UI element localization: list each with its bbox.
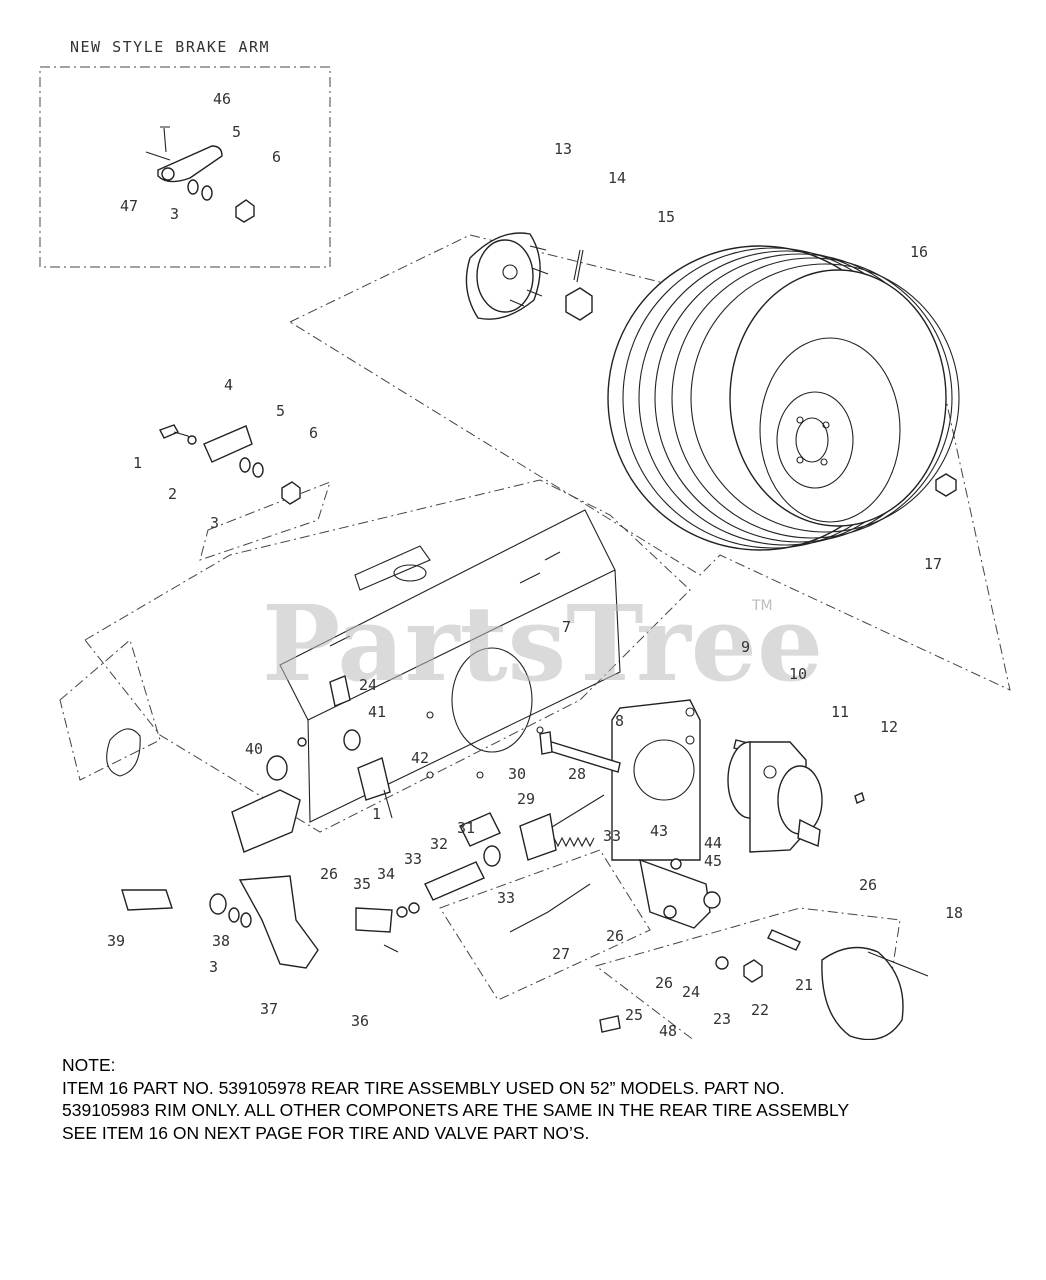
callout-32: 32 [430, 835, 448, 853]
wheel-hub [465, 232, 549, 320]
callout-46: 46 [213, 90, 231, 108]
callout-18: 18 [945, 904, 963, 922]
callout-12: 12 [880, 718, 898, 736]
chassis-frame [59, 479, 691, 833]
callout-4: 4 [224, 376, 233, 394]
callout-21: 21 [795, 976, 813, 994]
watermark-tm: TM [751, 598, 773, 614]
callout-23: 23 [713, 1010, 731, 1028]
callout-10: 10 [789, 665, 807, 683]
callout-22: 22 [751, 1001, 769, 1019]
note-line: SEE ITEM 16 ON NEXT PAGE FOR TIRE AND VA… [62, 1122, 590, 1143]
callout-16: 16 [910, 243, 928, 261]
callout-24: 24 [359, 676, 377, 694]
callout-26: 26 [859, 876, 877, 894]
callout-35: 35 [353, 875, 371, 893]
bracket [357, 757, 391, 801]
callout-38: 38 [212, 932, 230, 950]
brake-rod [509, 883, 591, 933]
callout-26: 26 [320, 865, 338, 883]
clevis [355, 907, 393, 933]
shaft [424, 861, 485, 901]
bolt [159, 424, 179, 439]
brake-arm [639, 858, 711, 929]
callout-26: 26 [655, 974, 673, 992]
bushing [343, 729, 361, 751]
castle-nut [565, 287, 593, 321]
callout-31: 31 [457, 819, 475, 837]
motor-bracket [611, 699, 701, 861]
hydraulic-motor [727, 741, 823, 853]
callout-39: 39 [107, 932, 125, 950]
brake-pin [767, 929, 801, 951]
watermark: PartsTree [262, 582, 823, 705]
brake-pedal [238, 875, 319, 969]
link-plate [203, 425, 253, 463]
callout-36: 36 [351, 1012, 369, 1030]
callout-41: 41 [368, 703, 386, 721]
callout-33: 33 [603, 827, 621, 845]
motor-key [854, 792, 865, 804]
pivot-bracket [519, 813, 557, 861]
callout-25: 25 [625, 1006, 643, 1024]
callout-37: 37 [260, 1000, 278, 1018]
callout-14: 14 [608, 169, 626, 187]
callout-45: 45 [704, 852, 722, 870]
spring-bracket [329, 675, 351, 707]
callout-24: 24 [682, 983, 700, 1001]
callout-34: 34 [377, 865, 395, 883]
pedal-pad [121, 889, 173, 911]
callout-30: 30 [508, 765, 526, 783]
callout-13: 13 [554, 140, 572, 158]
callout-11: 11 [831, 703, 849, 721]
callout-42: 42 [411, 749, 429, 767]
callout-33: 33 [404, 850, 422, 868]
brake-arm-inset: NEW STYLE BRAKE ARM [39, 38, 331, 268]
callout-5: 5 [232, 123, 241, 141]
callout-43: 43 [650, 822, 668, 840]
callout-8: 8 [615, 712, 624, 730]
callout-1: 1 [372, 805, 381, 823]
callout-3: 3 [209, 958, 218, 976]
cotter-pin [573, 249, 584, 283]
note-line: ITEM 16 PART NO. 539105978 REAR TIRE ASS… [62, 1077, 785, 1098]
inset-border [39, 66, 331, 268]
callout-40: 40 [245, 740, 263, 758]
spacer [459, 812, 501, 847]
callout-6: 6 [272, 148, 281, 166]
callout-47: 47 [120, 197, 138, 215]
note-block: NOTE: ITEM 16 PART NO. 539105978 REAR TI… [62, 1054, 1022, 1144]
callout-48: 48 [659, 1022, 677, 1040]
callout-17: 17 [924, 555, 942, 573]
inset-heading: NEW STYLE BRAKE ARM [70, 38, 270, 56]
callout-7: 7 [562, 618, 571, 636]
callout-26: 26 [606, 927, 624, 945]
callout-15: 15 [657, 208, 675, 226]
wheel-assembly-zone [288, 234, 1011, 691]
note-line: 539105983 RIM ONLY. ALL OTHER COMPONETS … [62, 1100, 850, 1120]
callout-9: 9 [741, 638, 750, 656]
callout-33: 33 [497, 889, 515, 907]
linkage-zone [199, 481, 331, 561]
callout-3: 3 [210, 514, 219, 532]
callout-44: 44 [704, 834, 722, 852]
callout-2: 2 [168, 485, 177, 503]
note-heading: NOTE: [62, 1055, 116, 1075]
callout-1: 1 [133, 454, 142, 472]
callout-27: 27 [552, 945, 570, 963]
callout-6: 6 [309, 424, 318, 442]
lug-nut [935, 473, 957, 497]
callout-28: 28 [568, 765, 586, 783]
callout-29: 29 [517, 790, 535, 808]
callout-3: 3 [170, 205, 179, 223]
callout-5: 5 [276, 402, 285, 420]
rear-tire [607, 245, 960, 551]
brake-band [821, 946, 904, 1040]
parts-diagram: NEW STYLE BRAKE ARM [39, 38, 1011, 1040]
